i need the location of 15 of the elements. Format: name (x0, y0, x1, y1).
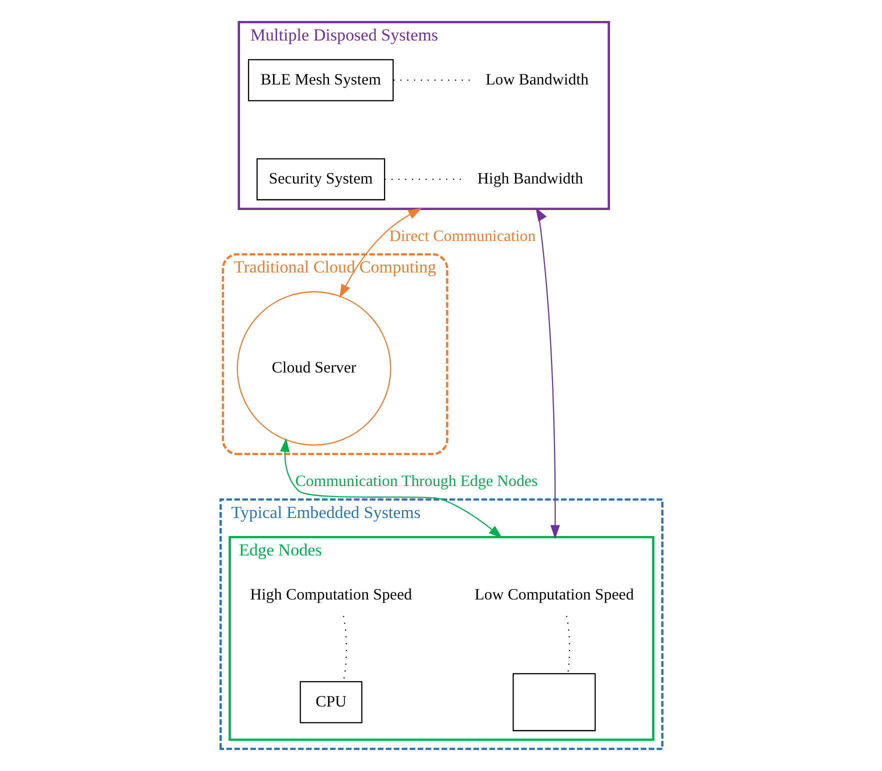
node-text: Low Computation Speed (474, 586, 634, 604)
node-box: Security System (256, 158, 385, 200)
arrow (338, 208, 422, 298)
node-text: Low Bandwidth (485, 71, 588, 88)
node-text: High Bandwidth (476, 170, 583, 188)
node-circle: Cloud Server (236, 291, 391, 446)
connector (565, 616, 570, 674)
node-box: BLE Mesh System (247, 59, 394, 102)
edge-label: Communication Through Edge Nodes (294, 473, 538, 490)
node-text: High Computation Speed (250, 586, 412, 604)
edge-label: Direct Communication (388, 228, 536, 245)
arrow (280, 438, 502, 538)
arrow (535, 207, 560, 539)
node-box: CPU (299, 681, 362, 724)
node-box (512, 673, 596, 732)
